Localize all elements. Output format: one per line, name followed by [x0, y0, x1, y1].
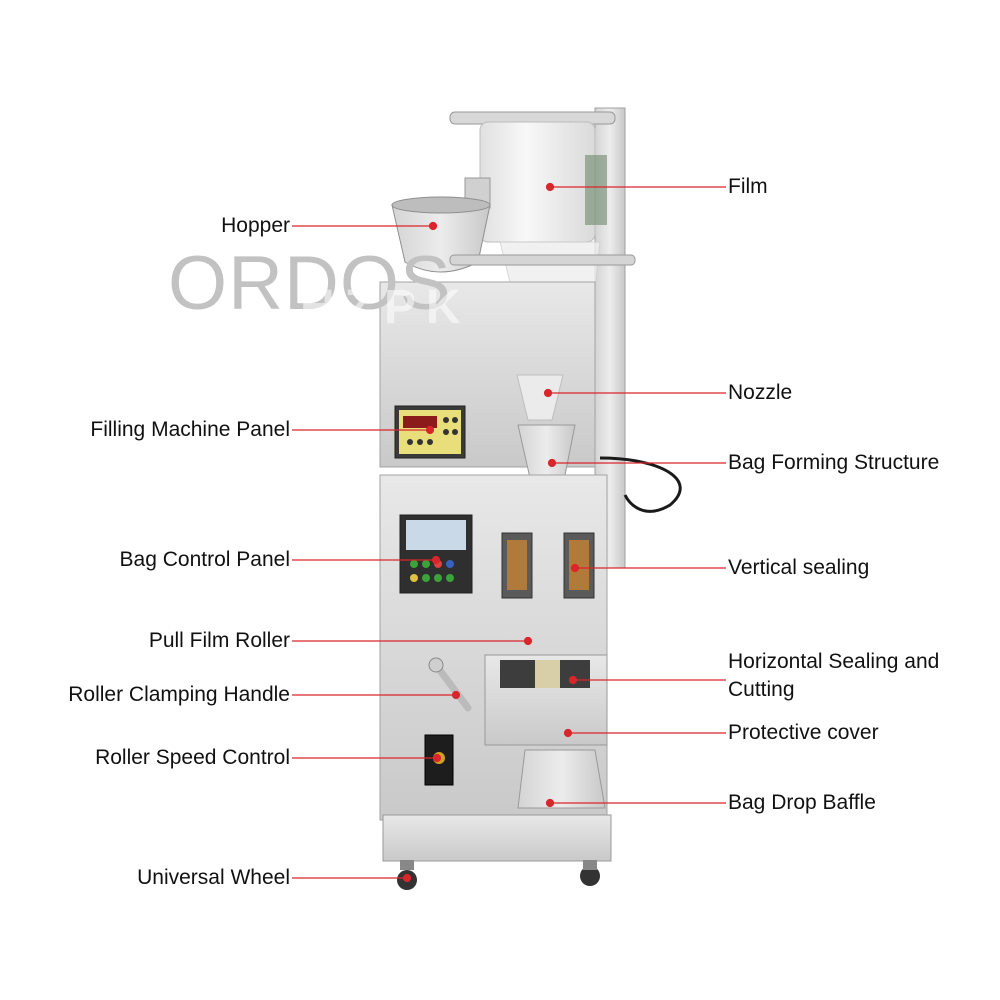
protective-cover-box: [484, 654, 608, 746]
label-pull-film-roller: Pull Film Roller: [148, 629, 290, 652]
leader-lines: [292, 182, 726, 883]
cable: [599, 456, 682, 513]
nozzle-point: [543, 388, 553, 398]
vertical-sealing-blocks: [501, 532, 595, 599]
label-filling-machine-panel: Filling Machine Panel: [90, 418, 290, 441]
hopper-point: [428, 221, 438, 231]
label-bag-forming-structure: Bag Forming Structure: [728, 451, 940, 474]
label-horizontal-sealing-cutting: Horizontal Sealing and Cutting: [728, 650, 940, 701]
horizontal-sealing-point: [568, 675, 578, 685]
handle-point: [451, 690, 461, 700]
base-plate: [382, 814, 612, 862]
roller-handle: [428, 657, 472, 712]
pull-roller-point: [523, 636, 533, 646]
film-point: [545, 182, 555, 192]
protective-cover-point: [563, 728, 573, 738]
watermark-text: ORDOS: [168, 241, 452, 326]
label-protective-cover: Protective cover: [728, 721, 879, 744]
baffle-shape: [517, 749, 606, 809]
label-film: Film: [728, 175, 768, 198]
filling-panel-point: [425, 425, 435, 435]
wheels: [397, 860, 600, 890]
label-roller-speed-control: Roller Speed Control: [95, 746, 290, 769]
label-universal-wheel: Universal Wheel: [137, 866, 290, 889]
label-hopper: Hopper: [221, 214, 290, 237]
faint-watermark-3: HZPK: [700, 477, 871, 530]
label-roller-clamping-handle: Roller Clamping Handle: [68, 683, 290, 706]
bag-forming-point: [547, 458, 557, 468]
label-vertical-sealing: Vertical sealing: [728, 556, 870, 579]
label-nozzle: Nozzle: [728, 381, 793, 404]
wheel-point: [402, 873, 412, 883]
faint-watermark-1: HZPK: [300, 281, 471, 334]
faint-watermark-2: HZPK: [130, 477, 301, 530]
baffle-point: [545, 798, 555, 808]
label-bag-drop-baffle: Bag Drop Baffle: [728, 791, 876, 814]
bag-control-point: [431, 555, 441, 565]
speed-point: [432, 753, 442, 763]
label-bag-control-panel: Bag Control Panel: [119, 548, 290, 571]
vertical-sealing-point: [570, 563, 580, 573]
